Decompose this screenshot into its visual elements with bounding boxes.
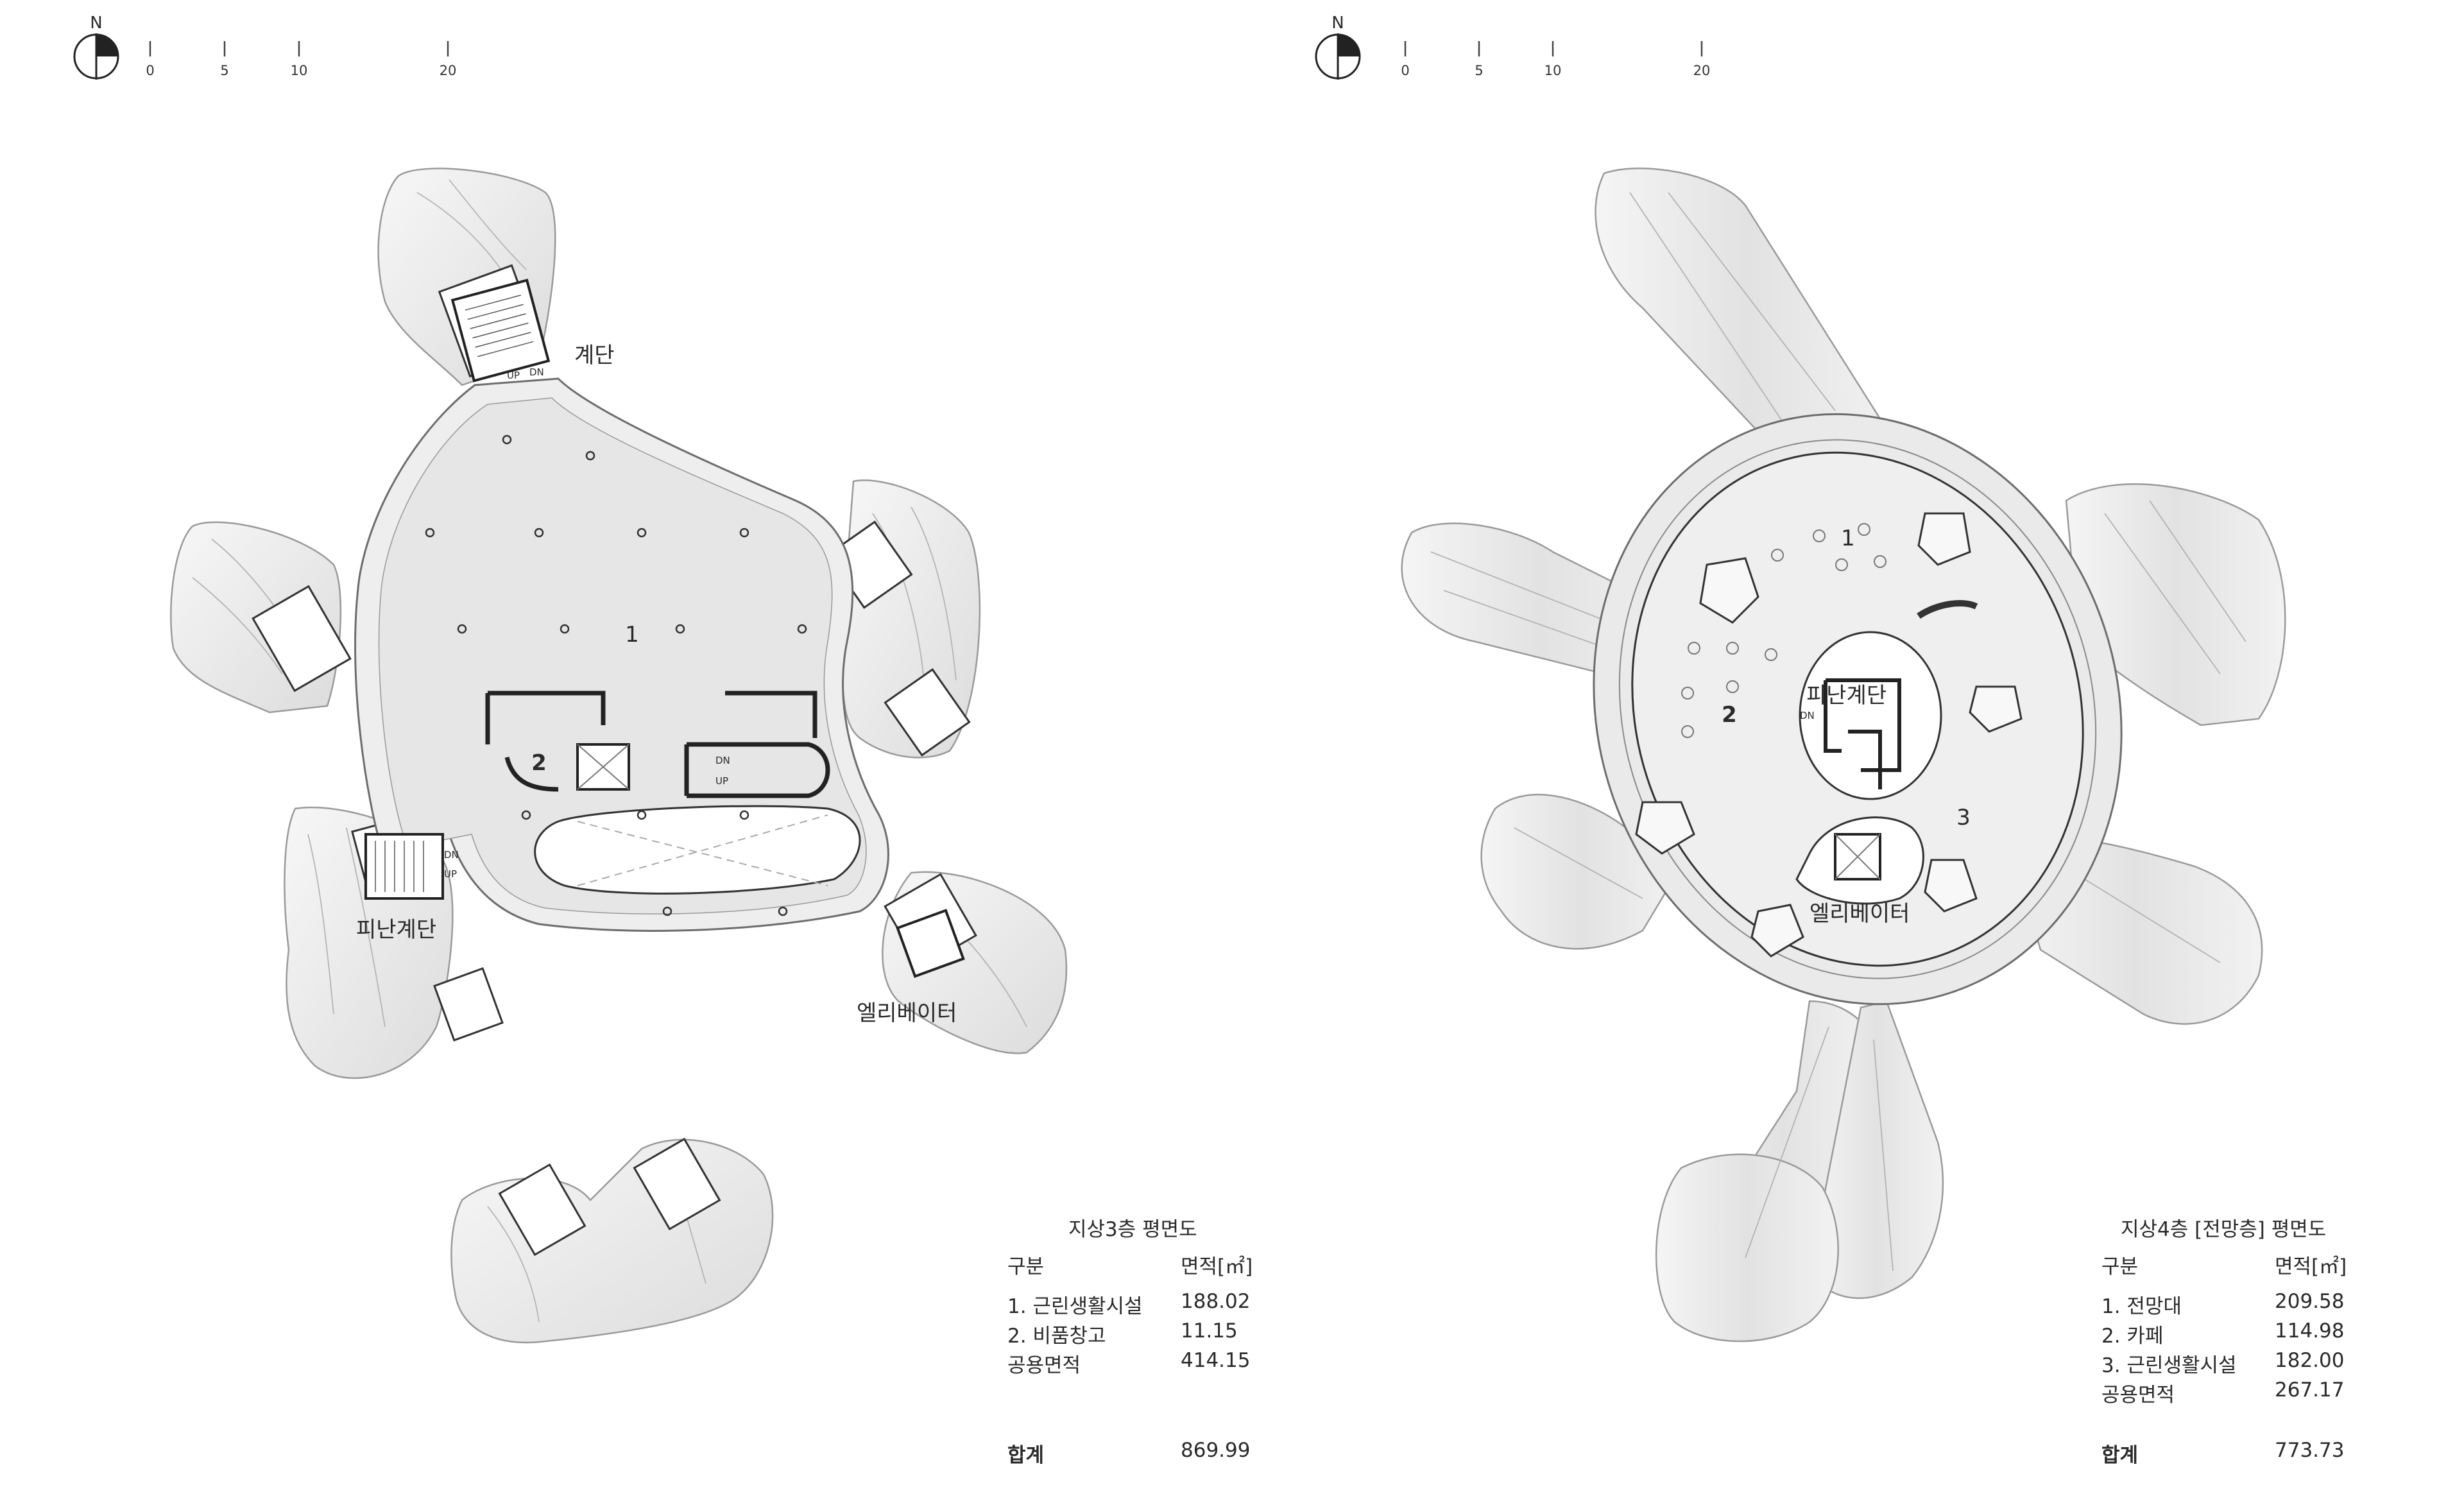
right-table-total-label: 합계	[2101, 1444, 2139, 1467]
left-table-total-value: 869.99	[1181, 1439, 1251, 1462]
left-label-stairs: 계단	[574, 343, 615, 368]
right-table-row-1-value: 209.58	[2275, 1290, 2345, 1313]
left-compass-n: N	[90, 13, 102, 33]
left-table-row-3-value: 414.15	[1181, 1349, 1251, 1372]
left-scale-10: 10	[291, 63, 308, 78]
left-table-header-category: 구분	[1007, 1255, 1045, 1278]
left-floor-plate	[354, 279, 965, 978]
left-label-evac-dn: DN	[444, 849, 459, 861]
left-table-row-1-value: 188.02	[1181, 1290, 1251, 1313]
right-arm-details	[1430, 192, 2246, 1271]
left-table-row-3-name: 공용면적	[1007, 1354, 1081, 1377]
right-table-row-2-value: 114.98	[2275, 1319, 2345, 1343]
left-label-up: UP	[507, 370, 520, 381]
left-table-header-area: 면적[㎡]	[1181, 1255, 1253, 1278]
right-table-row-3-name: 3. 근린생활시설	[2101, 1354, 2237, 1377]
left-label-elevator: 엘리베이터	[857, 1000, 957, 1026]
right-table-row-2-name: 2. 카페	[2101, 1325, 2164, 1348]
right-table-row-4-value: 267.17	[2275, 1378, 2345, 1402]
right-oval-deck	[1593, 413, 2123, 1006]
left-table-row-2-value: 11.15	[1181, 1319, 1238, 1343]
right-scale-0: 0	[1401, 63, 1409, 78]
left-label-evac-stairs: 피난계단	[356, 917, 436, 943]
left-label-room-2: 2	[531, 750, 547, 776]
right-table-header-area: 면적[㎡]	[2275, 1255, 2347, 1278]
left-compass: N	[73, 13, 119, 80]
right-scale-20: 20	[1693, 63, 1711, 78]
right-label-dn: DN	[1800, 710, 1815, 721]
right-compass: N	[1315, 13, 1361, 80]
left-table-total-label: 합계	[1007, 1444, 1045, 1467]
right-area-table: 지상4층 [전망층] 평면도 구분 면적[㎡] 1. 전망대 209.58 2.…	[2101, 1213, 2422, 1482]
right-table-row-3-value: 182.00	[2275, 1349, 2345, 1372]
right-table-row-1-name: 1. 전망대	[2101, 1295, 2182, 1318]
right-scale-10: 10	[1544, 63, 1562, 78]
right-table-header-category: 구분	[2101, 1255, 2139, 1278]
right-label-room-1: 1	[1841, 526, 1855, 551]
right-compass-n: N	[1331, 13, 1344, 33]
left-scale-0: 0	[146, 63, 154, 78]
right-label-room-3: 3	[1956, 805, 1971, 830]
left-table-row-1-name: 1. 근린생활시설	[1007, 1295, 1143, 1318]
left-table-row-2-name: 2. 비품창고	[1007, 1325, 1106, 1348]
left-label-core-up: UP	[715, 775, 728, 787]
right-table-row-4-name: 공용면적	[2101, 1384, 2175, 1407]
right-table-total-value: 773.73	[2275, 1439, 2345, 1462]
right-label-elevator: 엘리베이터	[1810, 901, 1910, 927]
left-label-dn: DN	[529, 366, 544, 378]
left-label-evac-up: UP	[444, 868, 457, 880]
right-label-room-2: 2	[1722, 702, 1737, 728]
left-scale-bar: 0 5 10 20	[146, 41, 456, 78]
right-table-title: 지상4층 [전망층] 평면도	[2121, 1218, 2327, 1241]
right-label-evac-stairs: 피난계단	[1806, 683, 1887, 708]
left-table-title: 지상3층 평면도	[1068, 1218, 1197, 1241]
right-scale-bar: 0 5 10 20	[1401, 41, 1710, 78]
left-scale-20: 20	[440, 63, 457, 78]
right-scale-5: 5	[1475, 63, 1483, 78]
left-label-room-1: 1	[625, 622, 639, 648]
left-scale-5: 5	[220, 63, 228, 78]
left-area-table: 지상3층 평면도 구분 면적[㎡] 1. 근린생활시설 188.02 2. 비품…	[1007, 1213, 1283, 1482]
left-label-core-dn: DN	[715, 755, 730, 766]
